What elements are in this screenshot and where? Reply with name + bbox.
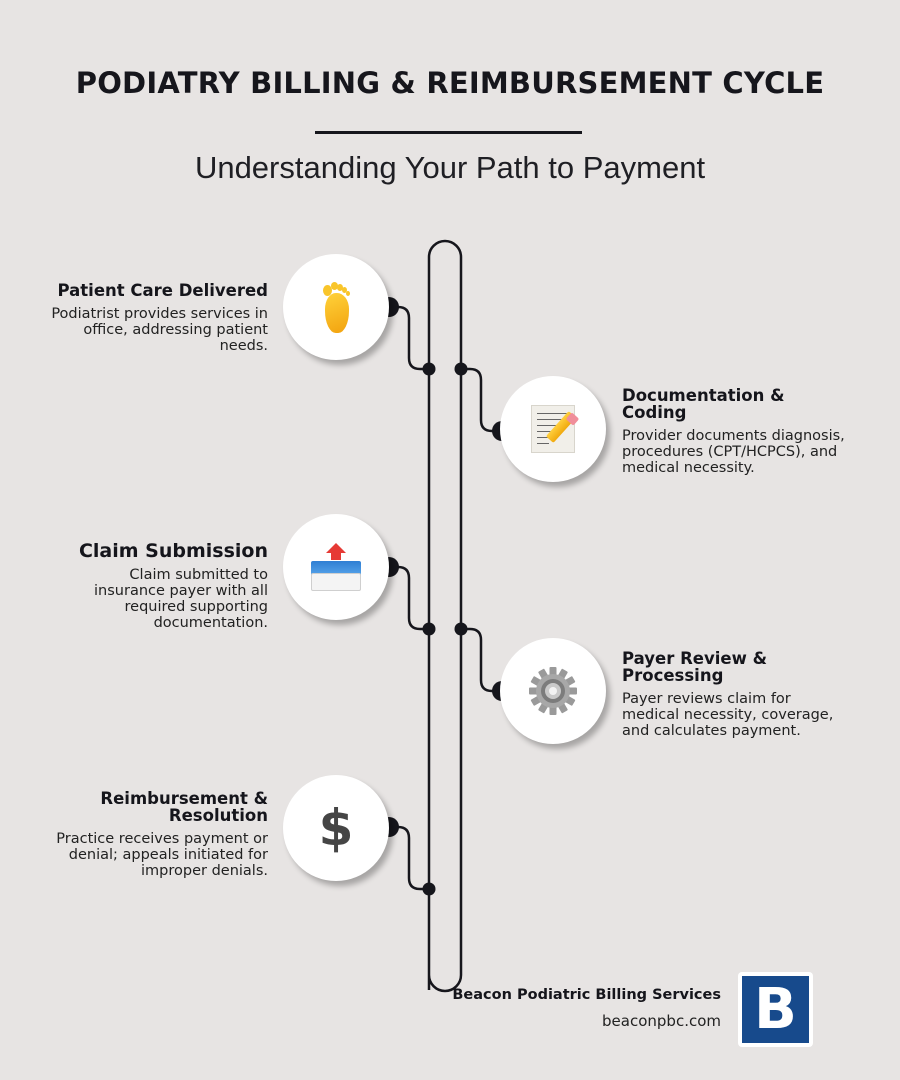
- step-reimbursement-resolution: Reimbursement & Resolution Practice rece…: [40, 790, 268, 879]
- memo-pencil-icon: [531, 405, 580, 453]
- step-icon-circle: [283, 514, 389, 620]
- step-title: Patient Care Delivered: [57, 281, 269, 300]
- step-icon-circle: $: [283, 775, 389, 881]
- step-description: Provider documents diagnosis, procedures…: [622, 428, 845, 476]
- logo-letter: B: [742, 976, 809, 1043]
- title-divider: [315, 131, 582, 134]
- page-title: PODIATRY BILLING & REIMBURSEMENT CYCLE: [75, 66, 825, 100]
- outbox-tray-icon: [311, 543, 361, 591]
- step-claim-submission: Claim Submission Claim submitted to insu…: [60, 540, 268, 632]
- step-description: Practice receives payment or denial; app…: [56, 831, 268, 879]
- step-icon-circle: [283, 254, 389, 360]
- step-title: Documentation & Coding: [622, 386, 785, 422]
- gear-icon: [529, 667, 577, 715]
- step-title: Claim Submission: [78, 540, 268, 562]
- company-url[interactable]: beaconpbc.com: [602, 1012, 721, 1030]
- step-patient-care: Patient Care Delivered Podiatrist provid…: [40, 282, 268, 354]
- step-payer-review: Payer Review & Processing Payer reviews …: [622, 650, 852, 739]
- step-icon-circle: [500, 638, 606, 744]
- step-description: Payer reviews claim for medical necessit…: [622, 691, 834, 739]
- step-description: Claim submitted to insurance payer with …: [94, 567, 268, 631]
- step-icon-circle: [500, 376, 606, 482]
- company-name: Beacon Podiatric Billing Services: [452, 987, 721, 1003]
- step-documentation-coding: Documentation & Coding Provider document…: [622, 387, 852, 476]
- step-title: Reimbursement & Resolution: [100, 789, 268, 825]
- foot-icon: [323, 281, 350, 333]
- page-subtitle: Understanding Your Path to Payment: [194, 150, 706, 185]
- company-logo: B: [738, 972, 813, 1047]
- step-description: Podiatrist provides services in office, …: [51, 306, 268, 354]
- step-title: Payer Review & Processing: [622, 649, 767, 685]
- dollar-icon: $: [318, 799, 354, 857]
